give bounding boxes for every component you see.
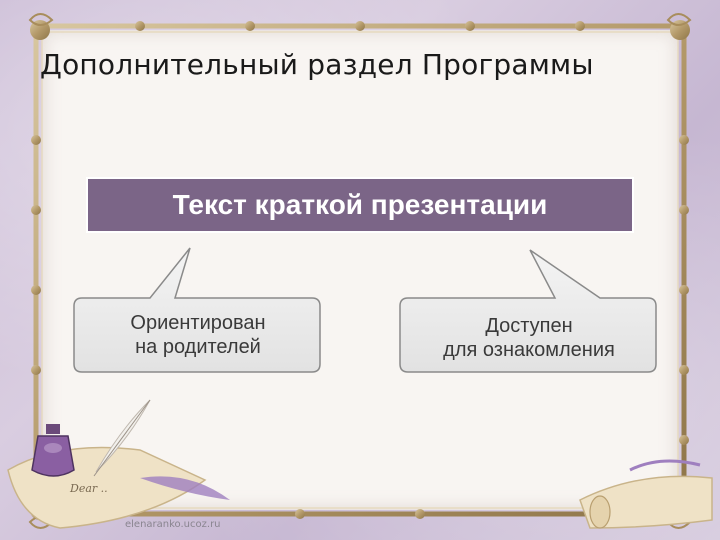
ink-bottle-icon xyxy=(32,424,74,476)
parchment-scroll-icon xyxy=(580,461,712,528)
svg-text:Dear ..: Dear .. xyxy=(69,482,108,495)
website-footer: elenaranko.ucoz.ru xyxy=(125,519,221,530)
